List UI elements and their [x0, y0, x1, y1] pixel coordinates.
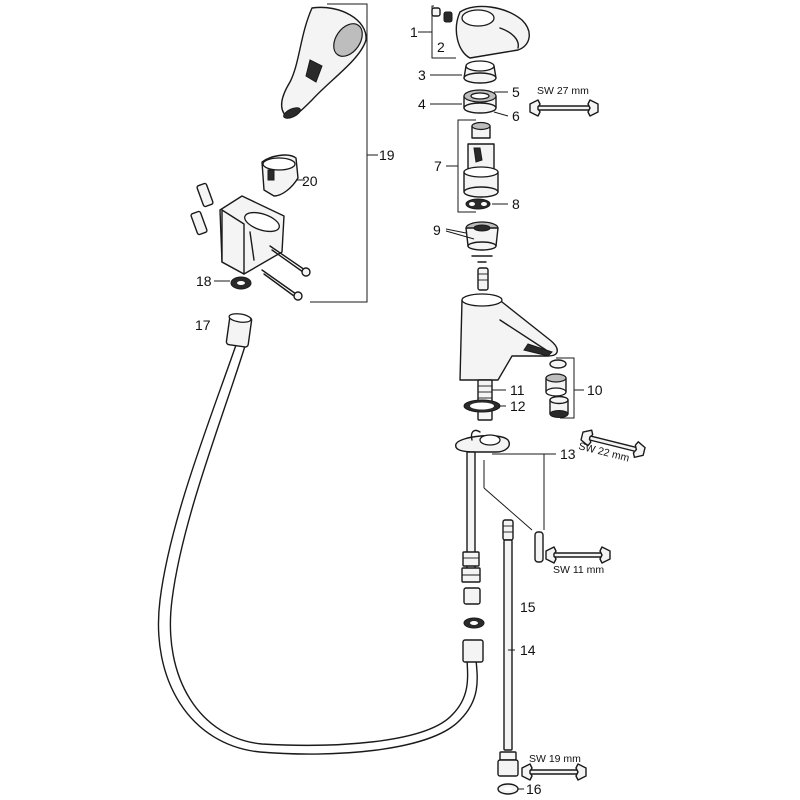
wall-bracket [219, 195, 285, 275]
label-part-1: 1 [410, 24, 418, 40]
label-part-2: 2 [437, 39, 445, 55]
cartridge [463, 121, 499, 198]
lever-handle [455, 5, 530, 59]
pin-15 [511, 531, 544, 598]
shower-holder-clip [261, 154, 305, 197]
label-part-7: 7 [434, 158, 442, 174]
label-part-9: 9 [433, 222, 441, 238]
label-part-18: 18 [196, 273, 212, 289]
wrench-icon [521, 763, 587, 781]
label-part-15: 15 [520, 599, 536, 615]
washer-18 [214, 276, 252, 290]
seal-set-8 [465, 198, 508, 210]
insert-9 [445, 221, 499, 251]
label-part-11: 11 [510, 382, 525, 398]
label-part-20: 20 [302, 173, 318, 189]
connection-fitting [471, 255, 493, 291]
hand-shower-head [280, 6, 367, 119]
aerator-set [545, 357, 584, 419]
label-part-6: 6 [512, 108, 520, 124]
wrench-icon [580, 429, 646, 459]
wrench-size-27: SW 27 mm [537, 85, 589, 97]
mixer-body [459, 293, 558, 381]
part-7-bracket [446, 119, 476, 213]
label-part-12: 12 [510, 398, 526, 414]
label-part-8: 8 [512, 196, 520, 212]
label-part-19: 19 [379, 147, 395, 163]
label-part-10: 10 [587, 382, 603, 398]
shower-hose [157, 313, 484, 755]
wrench-size-19: SW 19 mm [529, 753, 581, 765]
supply-rod-left [461, 451, 481, 605]
label-part-14: 14 [520, 642, 536, 658]
washer-12 [463, 399, 506, 413]
label-part-13: 13 [560, 446, 576, 462]
label-part-3: 3 [418, 67, 426, 83]
nut-4 [430, 89, 509, 117]
wall-plugs [190, 182, 214, 236]
wrench-size-11: SW 11 mm [553, 564, 604, 576]
washer-16 [497, 783, 524, 795]
cap-ring-3 [430, 60, 497, 84]
grub-screws [431, 7, 453, 23]
supply-hose-14 [497, 519, 519, 777]
part-1-bracket [418, 5, 456, 59]
wrench-icon [545, 546, 611, 564]
fixing-plate [455, 429, 556, 531]
wrench-icon [529, 99, 599, 117]
mounting-screws [261, 245, 311, 301]
label-part-5: 5 [512, 84, 520, 100]
label-part-4: 4 [418, 96, 426, 112]
seal-ring [463, 617, 485, 629]
label-part-17: 17 [195, 317, 211, 333]
part-19-bracket [310, 3, 378, 303]
label-part-16: 16 [526, 781, 542, 797]
